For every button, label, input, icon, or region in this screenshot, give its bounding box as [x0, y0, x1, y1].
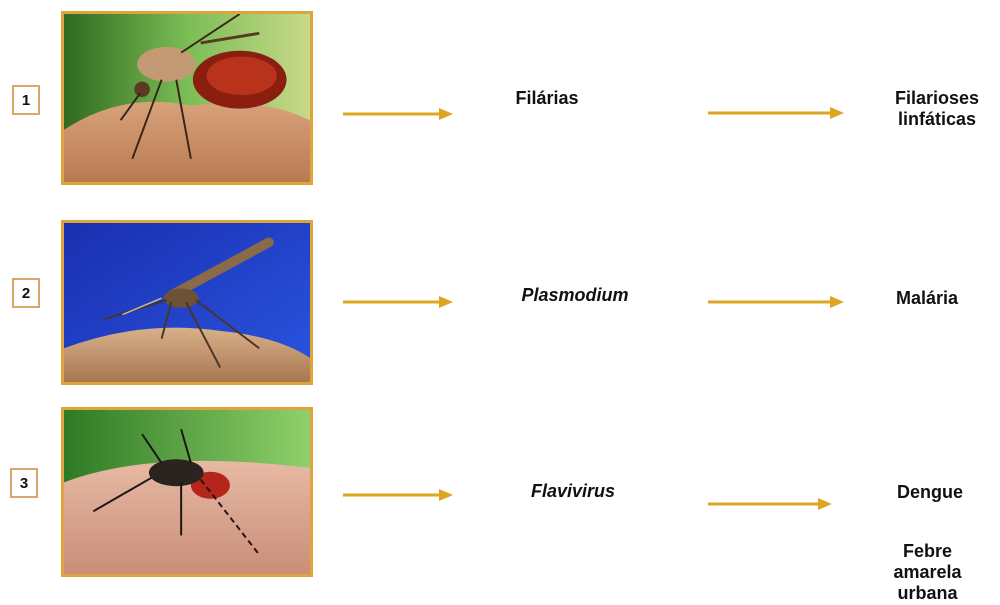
- arrow-right-icon: [343, 107, 453, 121]
- row-2-mosquito-photo: [61, 220, 313, 385]
- row-1-arrow-to-pathogen: [343, 107, 453, 121]
- row-3-arrow-to-pathogen: [343, 488, 453, 502]
- row-1-number-box: 1: [12, 85, 40, 115]
- arrow-right-icon: [708, 106, 844, 120]
- row-2-pathogen-label: Plasmodium: [505, 285, 645, 306]
- arrow-right-icon: [343, 295, 453, 309]
- arrow-right-icon: [343, 488, 453, 502]
- row-3-mosquito-photo: [61, 407, 313, 577]
- row-2-number: 2: [22, 285, 30, 302]
- row-3-number: 3: [20, 475, 28, 492]
- row-2-disease-label: Malária: [872, 288, 982, 309]
- row-1-arrow-to-disease: [708, 106, 844, 120]
- row-2-arrow-to-pathogen: [343, 295, 453, 309]
- row-3-disease-label-dengue: Dengue: [875, 482, 985, 503]
- row-1-mosquito-photo: [61, 11, 313, 185]
- row-3-number-box: 3: [10, 468, 38, 498]
- row-3-arrow-to-disease: [708, 497, 832, 511]
- row-1-number: 1: [22, 92, 30, 109]
- row-2-number-box: 2: [12, 278, 40, 308]
- arrow-right-icon: [708, 295, 844, 309]
- row-3-pathogen-label: Flavivirus: [508, 481, 638, 502]
- row-3-disease-label-febre-amarela: Febre amarela urbana: [880, 541, 975, 604]
- row-1-pathogen-label: Filárias: [482, 88, 612, 109]
- row-1-disease-label: Filarioses linfáticas: [882, 88, 992, 130]
- row-2-arrow-to-disease: [708, 295, 844, 309]
- arrow-right-icon: [708, 497, 832, 511]
